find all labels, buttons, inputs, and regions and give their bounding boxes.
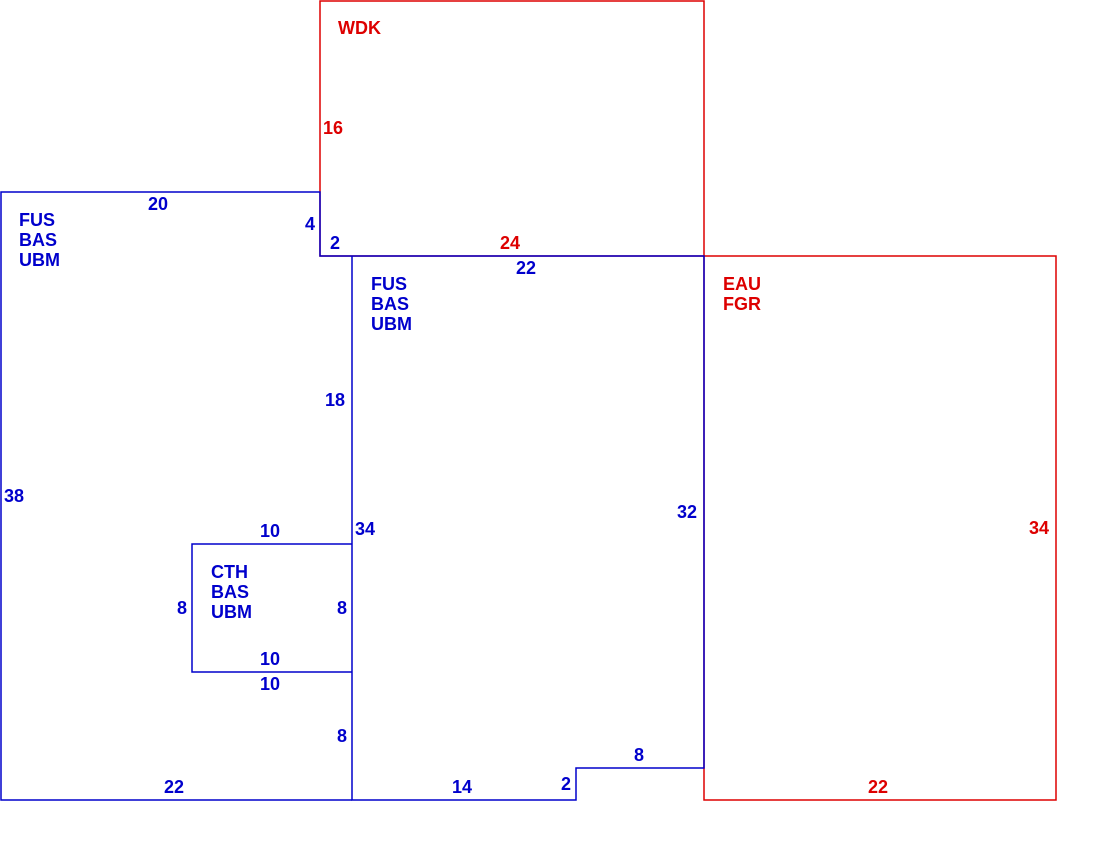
- cth-dim-bottom-inner: 10: [260, 649, 280, 669]
- cth-dim-left: 8: [177, 598, 187, 618]
- eau-code-2: FGR: [723, 294, 761, 314]
- fus-left-dim-bottom: 22: [164, 777, 184, 797]
- fus-left-dim-step: 4: [305, 214, 315, 234]
- eau-outline: [703, 255, 1057, 801]
- fus-left-dim-left: 38: [4, 486, 24, 506]
- cth-dim-right: 8: [337, 598, 347, 618]
- cth-code-2: BAS: [211, 582, 249, 602]
- fus-center-code-3: UBM: [371, 314, 412, 334]
- cth-outline: [191, 543, 352, 673]
- fus-left-outline: [0, 191, 352, 801]
- eau-dim-bottom: 22: [868, 777, 888, 797]
- fus-left-dim-step-top: 2: [330, 233, 340, 253]
- fus-center-dim-left-total: 34: [355, 519, 375, 539]
- cth-dim-bottom-outer: 10: [260, 674, 280, 694]
- fus-center-dim-top: 22: [516, 258, 536, 278]
- wdk-dim-left: 16: [323, 118, 343, 138]
- fus-center-dim-right: 32: [677, 502, 697, 522]
- fus-left-code-1: FUS: [19, 210, 55, 230]
- fus-center-dim-notch-vertical: 2: [561, 774, 571, 794]
- fus-center-dim-bottom: 14: [452, 777, 472, 797]
- wdk-code: WDK: [338, 18, 381, 38]
- wdk-dim-bottom: 24: [500, 233, 520, 253]
- cth-dim-top: 10: [260, 521, 280, 541]
- fus-center-outline: [351, 255, 705, 801]
- eau-dim-right: 34: [1029, 518, 1049, 538]
- wdk-outline: [319, 0, 705, 257]
- fus-left-code-2: BAS: [19, 230, 57, 250]
- fus-center-dim-left-upper: 18: [325, 390, 345, 410]
- fus-left-code-3: UBM: [19, 250, 60, 270]
- fus-center-code-1: FUS: [371, 274, 407, 294]
- fus-left-dim-top: 20: [148, 194, 168, 214]
- fus-center-dim-left-lower: 8: [337, 726, 347, 746]
- cth-code-3: UBM: [211, 602, 252, 622]
- fus-center-dim-notch-horizontal: 8: [634, 745, 644, 765]
- fus-center-code-2: BAS: [371, 294, 409, 314]
- cth-code-1: CTH: [211, 562, 248, 582]
- eau-code-1: EAU: [723, 274, 761, 294]
